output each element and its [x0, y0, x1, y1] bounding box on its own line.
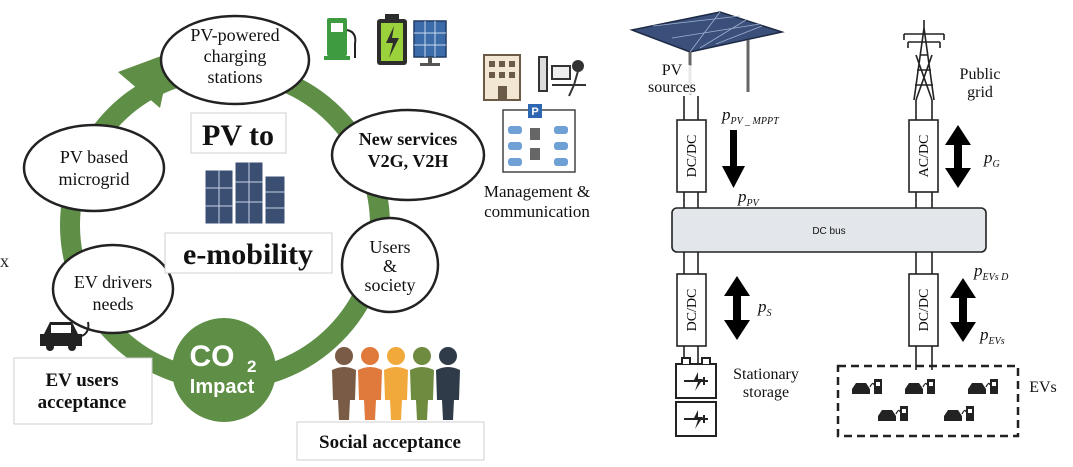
ev-car-icon [40, 321, 90, 351]
center-title-bottom: e-mobility [183, 238, 313, 271]
ev-charging-icon [878, 406, 908, 421]
person-icon [436, 347, 460, 420]
person-icon [358, 347, 382, 420]
office-building-icon [483, 54, 521, 101]
management-label: Management &communication [484, 182, 590, 221]
impact-label: Impact [190, 376, 255, 398]
charging-station-icon [324, 18, 357, 60]
converter-storage-label: DC/DC [685, 289, 700, 332]
evs-label: EVs [1029, 379, 1057, 396]
center-title-top-box [190, 112, 287, 154]
ev-charging-icon [944, 406, 974, 421]
converter-pv: DC/DC [676, 119, 707, 193]
co2-subscript: 2 [247, 357, 256, 376]
social-acceptance-box [296, 421, 485, 461]
co2-impact-badge: CO 2 Impact [172, 318, 276, 422]
ev-charging-icon [905, 379, 935, 394]
ev-chargers-icons [852, 379, 998, 421]
dc-bus-label: DC bus [812, 226, 845, 237]
evs-group-box [836, 364, 1020, 438]
ev-charging-icon [968, 379, 998, 394]
cycle-arrowhead [118, 52, 172, 108]
converter-evs: DC/DC [908, 273, 939, 347]
pv-array-icon [608, 11, 785, 98]
symbol-p-s: pS [757, 297, 772, 319]
symbol-p-evs: pEVs [979, 325, 1005, 347]
arrow-evs-bidirectional [950, 278, 976, 342]
transmission-tower-icon [903, 20, 945, 101]
arrow-storage-bidirectional [724, 276, 750, 340]
symbol-p-evs-d: pEVs D [973, 261, 1009, 283]
converter-pv-label: DC/DC [685, 135, 700, 178]
symbol-p-pv-mppt: pPV _ MPPT [721, 105, 780, 127]
social-acceptance-label: Social acceptance [319, 432, 461, 453]
symbol-p-g: pG [983, 148, 1000, 170]
solar-panel-small-icon [413, 20, 447, 66]
converter-grid-label: AC/DC [917, 135, 932, 178]
dc-bus [671, 207, 987, 253]
arrow-pv-down [722, 130, 745, 188]
person-icon [384, 347, 408, 420]
solar-panels-icon [204, 161, 286, 225]
svg-text:CO: CO [190, 340, 235, 373]
person-icon [410, 347, 434, 420]
arrow-grid-bidirectional [945, 125, 971, 188]
center-title-bottom-box [164, 232, 333, 274]
stationary-storage-icon [675, 357, 717, 437]
person-at-computer-icon [538, 56, 586, 97]
converter-evs-label: DC/DC [917, 289, 932, 332]
ev-users-box [13, 357, 153, 425]
co2-label: CO [190, 340, 235, 373]
converter-grid: AC/DC [908, 119, 939, 193]
parking-management-icon: P [502, 104, 576, 173]
battery-bolt-icon [377, 14, 407, 65]
symbol-p-pv: pPV [737, 187, 761, 209]
center-title-top: PV to [202, 119, 274, 152]
ev-charging-icon [852, 379, 882, 394]
parking-sign-label: P [531, 106, 538, 118]
people-group-icon [332, 347, 460, 420]
node-users-society: Users&society [340, 216, 440, 314]
converter-storage: DC/DC [676, 273, 707, 347]
person-icon [332, 347, 356, 420]
cut-off-letter: x [0, 251, 9, 271]
node-users-society-label: Users&society [365, 237, 416, 295]
